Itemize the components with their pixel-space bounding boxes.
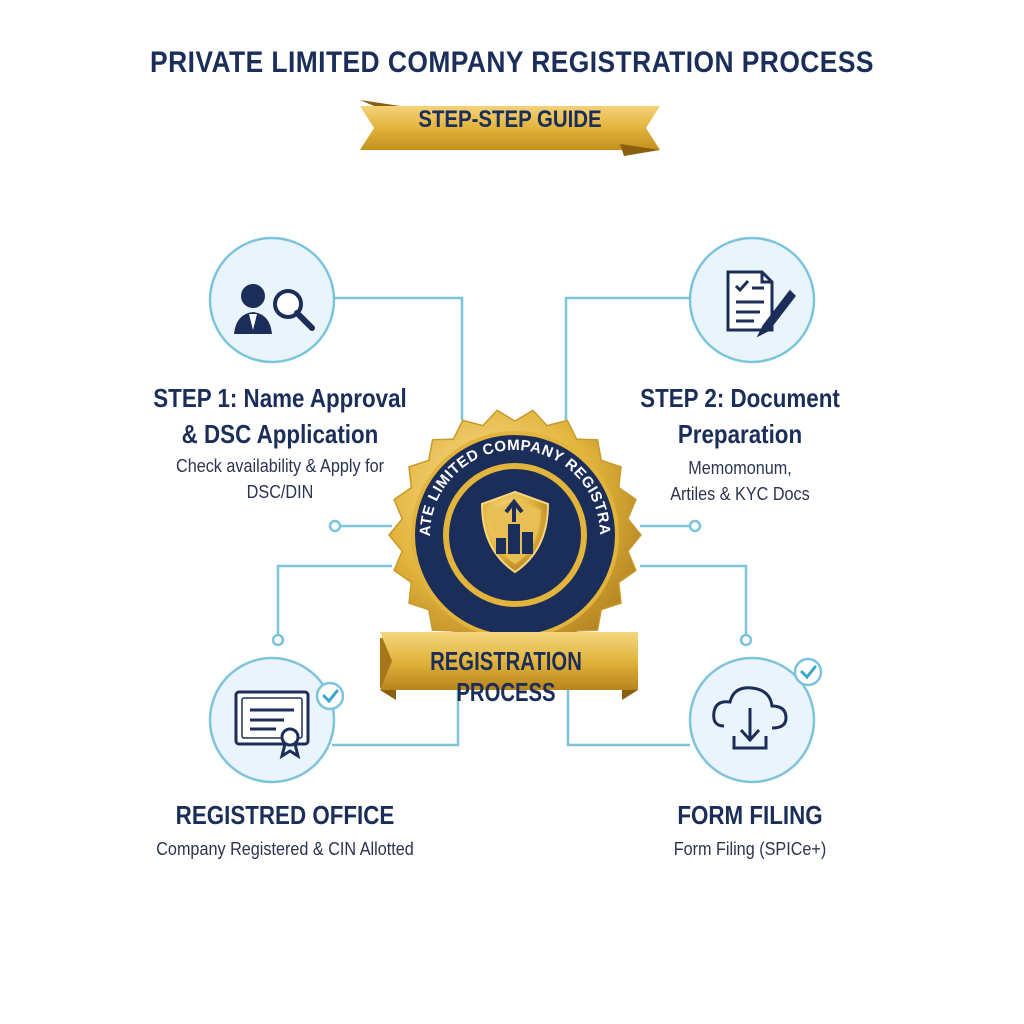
guide-ribbon-label: STEP-STEP GUIDE <box>418 106 602 133</box>
step-1-circle <box>208 236 336 364</box>
certificate-icon <box>234 690 310 760</box>
step-2-desc-line-1: Memomonum, <box>688 458 792 478</box>
person-search-icon <box>234 284 315 334</box>
guide-ribbon <box>360 100 660 156</box>
step-3-description: Company Registered & CIN Allotted <box>156 839 414 859</box>
check-badge-icon <box>793 657 823 687</box>
step-4-description: Form Filing (SPICe+) <box>673 839 827 859</box>
step-2-title-line-2: Preparation <box>677 419 803 449</box>
step-4-circle <box>688 656 823 784</box>
step-2-description: Memomonum, Artiles & KYC Docs <box>632 455 848 507</box>
step-2-title: STEP 2: Document Preparation <box>637 380 843 452</box>
step-3-title: REGISTRED OFFICE <box>175 800 395 830</box>
step-3-circle <box>208 656 345 784</box>
step-1-title-line-2: & DSC Application <box>181 419 379 449</box>
step-1-title-line-1: STEP 1: Name Approval <box>153 383 407 413</box>
shield-building-icon <box>480 490 550 574</box>
step-1-desc-line-2: DSC/DIN <box>246 482 314 502</box>
registration-seal: PRIVATE LIMITED COMPANY REGISTRATION <box>380 400 642 700</box>
check-badge-icon <box>315 681 345 711</box>
step-1-description: Check availability & Apply for DSC/DIN <box>145 453 415 505</box>
step-1-title: STEP 1: Name Approval & DSC Application <box>151 380 409 452</box>
step-2-desc-line-2: Artiles & KYC Docs <box>670 484 810 504</box>
step-1-desc-line-1: Check availability & Apply for <box>175 456 384 476</box>
step-2-title-line-1: STEP 2: Document <box>640 383 840 413</box>
cloud-upload-icon <box>712 686 788 750</box>
document-checklist-pen-icon <box>726 270 796 338</box>
seal-ribbon-label: REGISTRATION PROCESS <box>430 646 582 707</box>
step-4-title: FORM FILING <box>677 800 823 830</box>
page-title: PRIVATE LIMITED COMPANY REGISTRATION PRO… <box>150 46 874 79</box>
step-2-circle <box>688 236 816 364</box>
